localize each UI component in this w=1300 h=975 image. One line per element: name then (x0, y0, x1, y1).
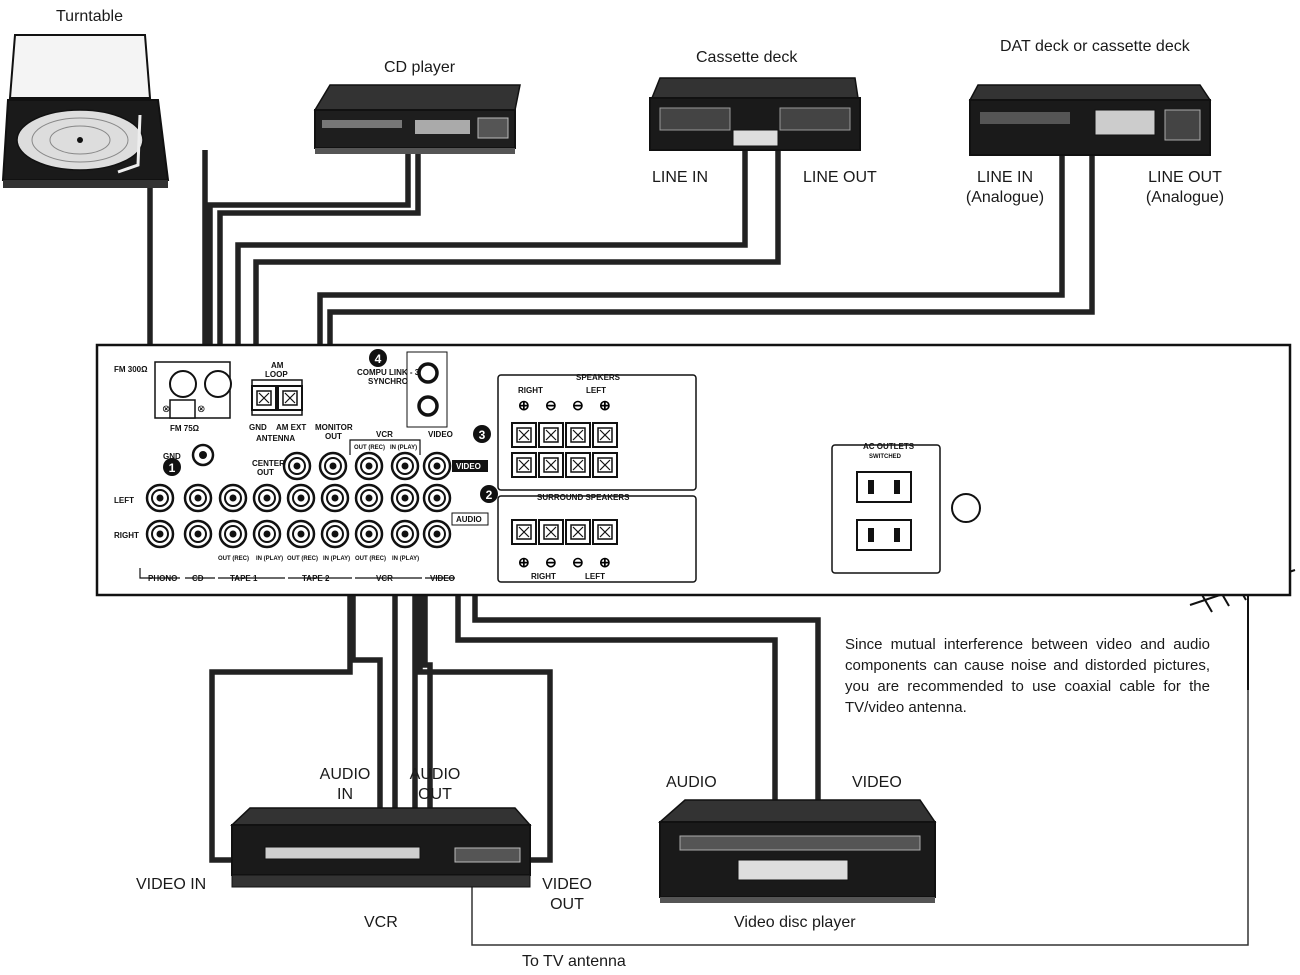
tape1-in-play-label: IN (PLAY) (256, 556, 283, 562)
svg-text:⊕: ⊕ (518, 554, 530, 570)
vcr-out-rec-label: OUT (REC) (354, 445, 385, 451)
vcr-bottom-label: VCR (376, 574, 393, 583)
cassette-line-in-label: LINE IN (652, 169, 709, 186)
cable-vcr-video (209, 480, 553, 863)
dat-deck-device (968, 84, 1212, 156)
compu-link-label-1: COMPU LINK - 3 (357, 368, 420, 377)
gnd-label: GND (163, 452, 181, 461)
tape2-in-play-label: IN (PLAY) (323, 556, 350, 562)
compu-link-label-2: SYNCHRO (368, 377, 408, 386)
cable-vcr-audio (350, 575, 433, 810)
vcr-audio-in-label: AUDIO IN (319, 766, 371, 803)
am-loop-label-1: AM (271, 361, 284, 370)
dat-deck-label: DAT deck or cassette deck (1000, 38, 1190, 55)
cd-player-label: CD player (384, 59, 456, 76)
video-top-label: VIDEO (428, 430, 453, 439)
vcr-in-play-label: IN (PLAY) (390, 445, 417, 451)
surround-right-label: RIGHT (531, 572, 556, 581)
turntable-device (1, 34, 170, 188)
cassette-deck-device (649, 77, 861, 151)
marker-1: 1 (163, 458, 181, 476)
video-disc-player-label: Video disc player (734, 914, 856, 931)
svg-text:2: 2 (486, 488, 493, 502)
am-ext-label: AM EXT (276, 423, 306, 432)
gnd-small-label: GND (249, 423, 267, 432)
svg-text:⊖: ⊖ (572, 554, 584, 570)
svg-text:1: 1 (169, 461, 176, 475)
cable-video-disc-player (455, 575, 821, 800)
antenna-label: ANTENNA (256, 434, 295, 443)
vcr-audio-out-label: AUDIO OUT (409, 766, 461, 803)
cassette-deck-label: Cassette deck (696, 49, 798, 66)
surround-left-label: LEFT (585, 572, 605, 581)
tape2-out-rec-label: OUT (REC) (287, 556, 318, 562)
vdp-audio-label: AUDIO (666, 774, 717, 791)
cd-label: CD (192, 574, 204, 583)
fm75-label: FM 75Ω (170, 424, 200, 433)
switched-label: SWITCHED (869, 454, 902, 460)
left-label: LEFT (114, 496, 134, 505)
speakers-left-label: LEFT (586, 386, 606, 395)
vcr-device (230, 807, 532, 888)
vcr-in-play-bottom-label: IN (PLAY) (392, 556, 419, 562)
phono-label: PHONO (148, 574, 177, 583)
cd-player-device (313, 84, 521, 154)
svg-text:⊖: ⊖ (572, 397, 584, 413)
video-disc-player-device (658, 799, 937, 903)
surround-speakers-label: SURROUND SPEAKERS (537, 493, 630, 502)
cables (147, 148, 1095, 863)
interference-note: Since mutual interference between video … (845, 636, 1210, 716)
svg-text:⊕: ⊕ (599, 397, 611, 413)
center-out-label-2: OUT (257, 468, 274, 477)
svg-text:4: 4 (375, 352, 382, 366)
svg-text:⊖: ⊖ (545, 397, 557, 413)
fm300-label: FM 300Ω (114, 365, 148, 374)
tape1-label: TAPE 1 (230, 574, 258, 583)
svg-text:⊖: ⊖ (545, 554, 557, 570)
turntable-label: Turntable (56, 8, 123, 25)
audio-tag: AUDIO (456, 515, 482, 524)
speakers-right-label: RIGHT (518, 386, 543, 395)
svg-text:⊗: ⊗ (197, 404, 205, 415)
marker-3: 3 (473, 425, 491, 443)
am-loop-label-2: LOOP (265, 370, 288, 379)
monitor-out-label-2: OUT (325, 432, 342, 441)
antenna-cable (471, 690, 1249, 946)
dat-line-in-label: LINE IN (Analogue) (965, 169, 1045, 206)
right-label: RIGHT (114, 531, 139, 540)
marker-2: 2 (480, 485, 498, 503)
receiver-rear-panel: ⊗ ⊗ (95, 343, 1292, 597)
svg-text:3: 3 (479, 428, 486, 442)
svg-text:⊕: ⊕ (599, 554, 611, 570)
tape1-out-rec-label: OUT (REC) (218, 556, 249, 562)
vcr-video-out-label: VIDEO OUT (542, 876, 592, 913)
marker-4: 4 (369, 349, 387, 367)
dat-line-out-label: LINE OUT (Analogue) (1145, 169, 1225, 206)
video-bottom-label: VIDEO (430, 574, 455, 583)
svg-text:⊗: ⊗ (162, 404, 170, 415)
vcr-out-rec-bottom-label: OUT (REC) (355, 556, 386, 562)
monitor-out-label-1: MONITOR (315, 423, 353, 432)
tape2-label: TAPE 2 (302, 574, 330, 583)
video-tag: VIDEO (456, 462, 481, 471)
vcr-video-in-label: VIDEO IN (136, 876, 207, 893)
center-out-label-1: CENTER (252, 459, 285, 468)
to-tv-antenna-label: To TV antenna (522, 953, 626, 970)
cassette-line-out-label: LINE OUT (803, 169, 877, 186)
svg-text:⊕: ⊕ (518, 397, 530, 413)
vdp-video-label: VIDEO (852, 774, 902, 791)
vcr-top-label: VCR (376, 430, 393, 439)
vcr-label: VCR (364, 914, 398, 931)
ac-outlets-label: AC OUTLETS (863, 442, 915, 451)
speakers-label: SPEAKERS (576, 373, 621, 382)
